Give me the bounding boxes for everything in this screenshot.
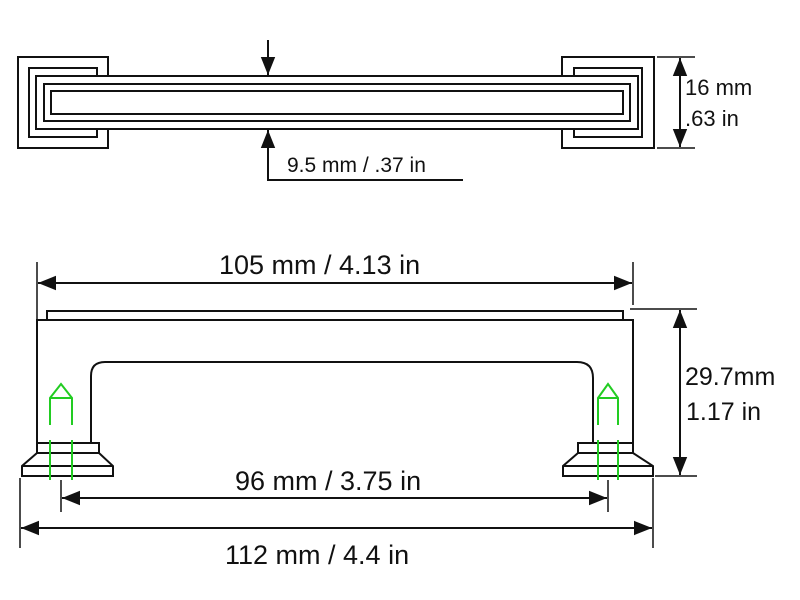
top-thickness-arrow-lower bbox=[260, 130, 463, 181]
left-screw bbox=[49, 382, 73, 480]
front-height-label-in: 1.17 in bbox=[686, 398, 761, 426]
top-height-label-in: .63 in bbox=[685, 106, 739, 131]
top-view bbox=[17, 40, 695, 181]
center-distance-label: 96 mm / 3.75 in bbox=[235, 466, 421, 496]
front-handle-body bbox=[36, 319, 634, 444]
front-left-base bbox=[21, 442, 114, 477]
base-length-label: 112 mm / 4.4 in bbox=[225, 540, 409, 570]
top-height-label-mm: 16 mm bbox=[685, 75, 752, 100]
front-right-base bbox=[562, 442, 654, 477]
right-screw bbox=[597, 382, 619, 480]
front-top-cap bbox=[46, 310, 624, 321]
front-view bbox=[21, 310, 654, 477]
overall-length-label: 105 mm / 4.13 in bbox=[219, 250, 420, 280]
top-view-bar bbox=[35, 75, 639, 130]
front-height-label-mm: 29.7mm bbox=[685, 363, 775, 391]
top-thickness-label: 9.5 mm / .37 in bbox=[287, 154, 426, 177]
